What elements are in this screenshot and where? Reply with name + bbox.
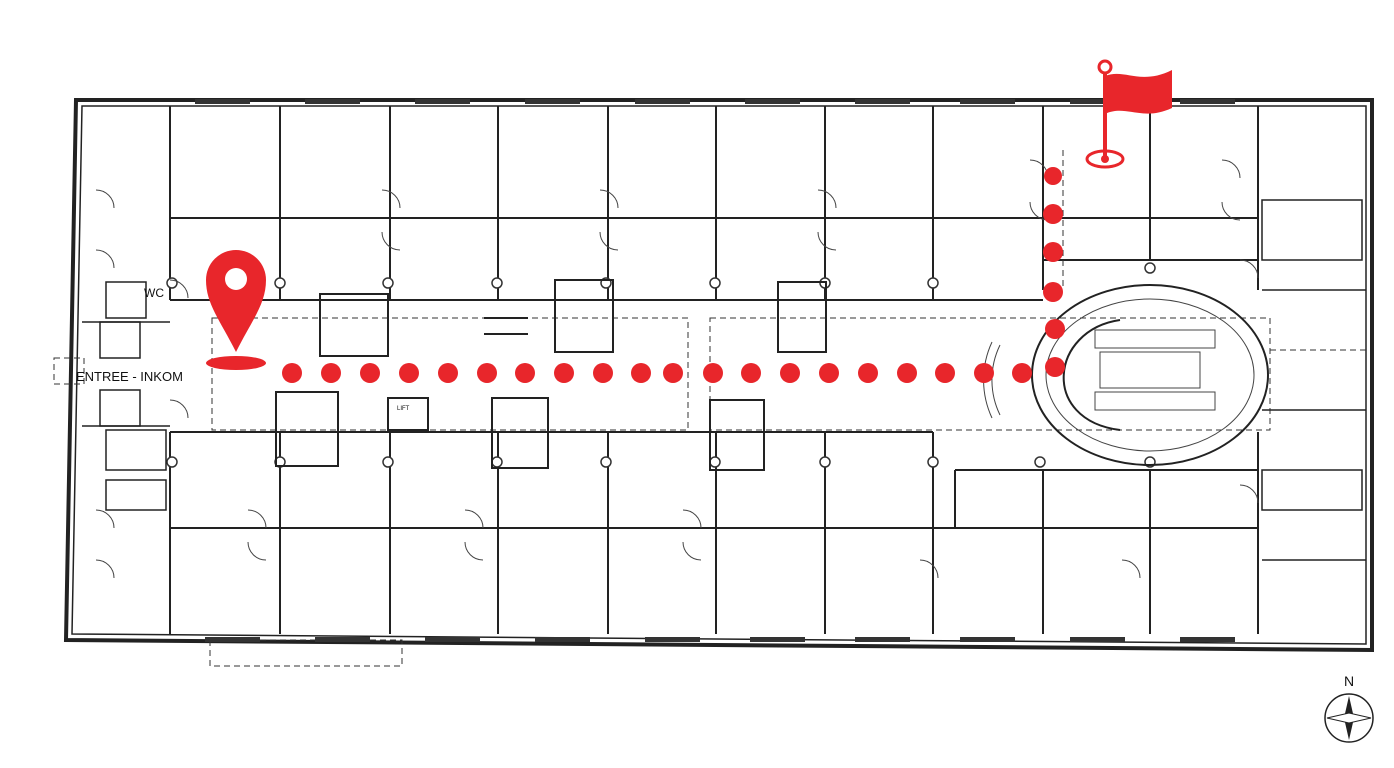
- route-dot: [593, 363, 613, 383]
- route-dot: [631, 363, 651, 383]
- route-dot: [477, 363, 497, 383]
- route-dot: [321, 363, 341, 383]
- route-dot: [780, 363, 800, 383]
- route-dot: [974, 363, 994, 383]
- route-dot: [515, 363, 535, 383]
- route-dot: [1045, 319, 1065, 339]
- corridor-rooms: [275, 279, 827, 471]
- route-dot: [1012, 363, 1032, 383]
- columns: [166, 262, 1156, 468]
- route-dot: [935, 363, 955, 383]
- map-pin-icon: [206, 250, 266, 370]
- route-dot: [1045, 357, 1065, 377]
- route-dot: [741, 363, 761, 383]
- service-core: [1261, 199, 1366, 561]
- entrance-area: [82, 281, 170, 511]
- north-offices: [169, 106, 1259, 301]
- lift-label: LIFT: [397, 406, 410, 412]
- compass-icon: N: [1324, 673, 1374, 743]
- building-outline: [63, 98, 1374, 653]
- route-dot: [1043, 242, 1063, 262]
- route-dot: [663, 363, 683, 383]
- route-dot: [1043, 204, 1063, 224]
- corridor-lines: [53, 150, 1366, 667]
- flag-icon: [1085, 59, 1172, 169]
- route-dot: [438, 363, 458, 383]
- route-dot: [554, 363, 574, 383]
- route-dot: [360, 363, 380, 383]
- route-dot: [858, 363, 878, 383]
- north-label: N: [1344, 673, 1354, 689]
- route-path: [282, 167, 1065, 383]
- route-dot: [282, 363, 302, 383]
- route-dot: [897, 363, 917, 383]
- route-dot: [703, 363, 723, 383]
- route-dot: [399, 363, 419, 383]
- route-dot: [1044, 167, 1062, 185]
- route-dot: [819, 363, 839, 383]
- wc-label: WC: [144, 286, 164, 300]
- door-swings: [95, 159, 1259, 579]
- entrance-label: ENTREE - INKOM: [76, 369, 183, 384]
- route-dot: [1043, 282, 1063, 302]
- auditorium: [983, 284, 1269, 466]
